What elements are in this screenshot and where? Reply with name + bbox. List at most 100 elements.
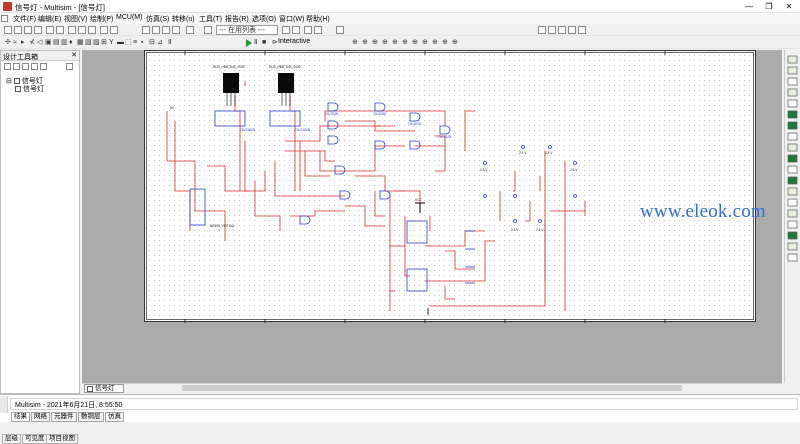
menu-help[interactable]: 帮助(H) (306, 16, 330, 23)
four-channel-oscilloscope-icon[interactable] (788, 100, 797, 108)
mcu-icon[interactable]: ▪ (141, 39, 144, 46)
wattmeter-icon[interactable]: ⊕ (372, 39, 378, 46)
distortion-analyzer-icon[interactable]: ⊕ (452, 39, 458, 46)
logic-analyzer-instrument-icon[interactable] (788, 155, 797, 163)
scrollbar-thumb[interactable] (182, 385, 682, 391)
agilent-oscilloscope-instrument-icon[interactable] (788, 232, 797, 240)
document-menu-icon[interactable] (1, 15, 8, 22)
collapse-icon[interactable]: ⊟ (6, 78, 12, 85)
zoom-100-icon[interactable] (568, 26, 576, 34)
analog-icon[interactable]: ◁ (37, 39, 43, 46)
menu-reports[interactable]: 报告(R) (225, 16, 249, 23)
frequency-counter-icon[interactable]: ⊕ (402, 39, 408, 46)
run-simulation-icon[interactable] (246, 39, 252, 47)
zoom-fit-icon[interactable] (558, 26, 566, 34)
menu-options[interactable]: 选项(O) (252, 16, 277, 23)
in-use-list-dropdown[interactable]: --- 在用列表 --- (216, 25, 278, 35)
word-generator-instrument-icon[interactable] (788, 133, 797, 141)
cmos-icon[interactable]: ▤ (53, 39, 60, 46)
open-design-icon[interactable] (13, 63, 20, 70)
design-toolbox-close-icon[interactable]: ✕ (71, 52, 77, 59)
word-generator-icon[interactable]: ⊕ (412, 39, 418, 46)
connector-icon[interactable]: ≡ (133, 39, 138, 46)
open-file-icon[interactable] (14, 26, 22, 34)
restore-button[interactable]: ❐ (765, 2, 773, 11)
grapher-icon[interactable] (186, 26, 194, 34)
save-design-icon[interactable] (22, 63, 29, 70)
fullscreen-icon[interactable] (142, 26, 150, 34)
iv-analyzer-icon[interactable]: ⊕ (442, 39, 448, 46)
tab-visibility[interactable]: 可见度 (22, 434, 48, 444)
search-example-icon[interactable] (314, 26, 322, 34)
logic-converter-instrument-icon[interactable] (788, 144, 797, 152)
save-icon[interactable] (34, 26, 42, 34)
spreadsheet-grip[interactable] (0, 396, 8, 413)
function-generator-instrument-icon[interactable] (788, 67, 797, 75)
mixed-icon[interactable]: ♦ (69, 39, 73, 46)
tab-hierarchy[interactable]: 层级 (2, 434, 21, 444)
cut-icon[interactable] (68, 26, 76, 34)
tab-results[interactable]: 结果 (11, 412, 30, 422)
power-component-icon[interactable]: ▧ (85, 39, 92, 46)
print-preview-icon[interactable] (56, 26, 64, 34)
redo-icon[interactable] (110, 26, 118, 34)
zoom-area-icon[interactable] (162, 26, 170, 34)
ttl-icon[interactable]: ▣ (45, 39, 52, 46)
paste-icon[interactable] (88, 26, 96, 34)
menu-place[interactable]: 绘制(P) (90, 16, 114, 23)
menu-mcu[interactable]: MCU(M) (116, 14, 143, 21)
menu-transfer[interactable]: 转移(n) (172, 16, 195, 23)
component-wizard-icon[interactable] (204, 26, 212, 34)
menu-tools[interactable]: 工具(T) (199, 16, 222, 23)
zoom-in-icon[interactable] (538, 26, 546, 34)
print-icon[interactable] (46, 26, 54, 34)
close-design-icon[interactable] (31, 63, 38, 70)
agilent-generator-instrument-icon[interactable] (788, 210, 797, 218)
zoom-out-icon[interactable] (548, 26, 556, 34)
logic-converter-icon[interactable]: ⊕ (422, 39, 428, 46)
multimeter-instrument-icon[interactable] (788, 56, 797, 64)
tab-simulation[interactable]: 仿真 (105, 412, 124, 422)
menu-simulate[interactable]: 仿真(S) (146, 16, 170, 23)
menu-view[interactable]: 视图(V) (64, 16, 88, 23)
simulation-mode-label[interactable]: Interactive (278, 38, 311, 45)
network-analyzer-instrument-icon[interactable] (788, 199, 797, 207)
oscilloscope-instrument-icon[interactable] (788, 89, 797, 97)
bode-plotter-instrument-icon[interactable] (788, 111, 797, 119)
copy-icon[interactable] (78, 26, 86, 34)
add-to-project-icon[interactable] (66, 63, 73, 70)
minimize-button[interactable]: — (745, 2, 753, 11)
tree-child-item[interactable]: 信号灯 (15, 84, 44, 94)
menu-window[interactable]: 窗口(W) (279, 16, 305, 23)
source-icon[interactable]: ✢ (5, 39, 11, 46)
undo-icon[interactable] (100, 26, 108, 34)
close-button[interactable]: ✕ (785, 2, 793, 11)
open-sample-icon[interactable] (24, 26, 32, 34)
current-probe-instrument-icon[interactable] (788, 254, 797, 262)
basic-icon[interactable]: ≈ (13, 39, 17, 46)
indicator-icon[interactable]: ▦ (77, 39, 84, 46)
horizontal-scrollbar[interactable] (82, 383, 782, 392)
tree-root-item[interactable]: ⊟ 信号灯 (6, 78, 43, 85)
multimeter-icon[interactable]: ⊕ (352, 39, 358, 46)
tab-project-view[interactable]: 项目视图 (46, 434, 78, 444)
place-text-icon[interactable]: Ⅱ (168, 39, 172, 46)
diode-icon[interactable]: ▸ (21, 39, 25, 46)
pause-simulation-icon[interactable]: Ⅱ (254, 39, 258, 46)
misc-digital-icon[interactable]: ▥ (61, 39, 68, 46)
logic-analyzer-icon[interactable]: ⊕ (432, 39, 438, 46)
wattmeter-instrument-icon[interactable] (788, 78, 797, 86)
help-icon[interactable] (336, 26, 344, 34)
new-design-icon[interactable] (4, 63, 11, 70)
erc-icon[interactable] (304, 26, 312, 34)
agilent-multimeter-instrument-icon[interactable] (788, 221, 797, 229)
document-tab[interactable]: 信号灯 (84, 384, 124, 393)
function-generator-icon[interactable]: ⊕ (362, 39, 368, 46)
tab-components[interactable]: 元器件 (51, 412, 77, 422)
iv-analyzer-instrument-icon[interactable] (788, 166, 797, 174)
oscilloscope-icon[interactable]: ⊕ (382, 39, 388, 46)
zoom-sheet-fit-icon[interactable] (578, 26, 586, 34)
tab-copper-layers[interactable]: 敷铜层 (78, 412, 104, 422)
rename-design-icon[interactable] (40, 63, 47, 70)
nidaq-icon[interactable]: ⬚ (125, 39, 132, 46)
